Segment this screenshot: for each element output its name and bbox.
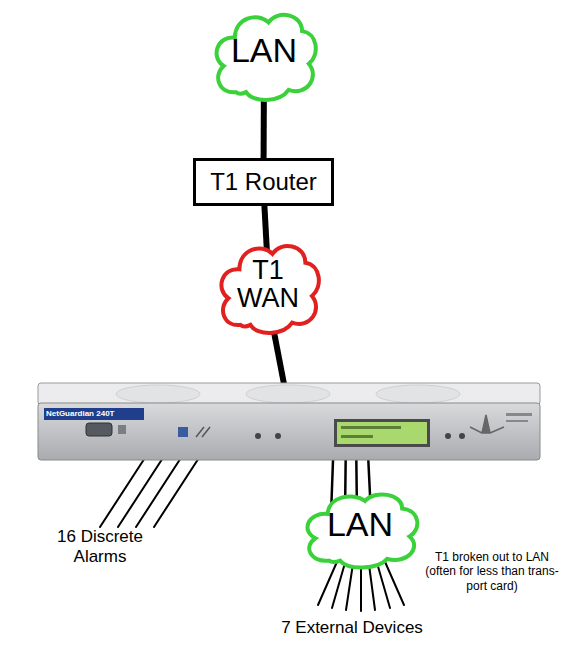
lan-cloud: LAN: [298, 486, 422, 570]
device-front: [38, 403, 540, 460]
note-text: T1 broken out to LAN (often for less tha…: [422, 550, 562, 593]
lcd-line: [341, 426, 401, 429]
vent-grille: [376, 385, 460, 403]
device-illustration: [38, 383, 540, 460]
alarm-count: 16 Discrete Alarms: [45, 527, 155, 568]
port-jack: [118, 425, 126, 434]
port-mark: [202, 427, 210, 437]
node-label: LAN: [298, 486, 422, 564]
lan-cloud: LAN: [208, 5, 320, 103]
lcd-screen: [337, 422, 427, 444]
node-label: NetGuardian 240T: [46, 409, 144, 419]
node-label: T1 WAN: [233, 240, 303, 328]
lcd-line: [341, 435, 373, 438]
router-box: T1 Router: [193, 158, 334, 206]
status-led: [255, 433, 261, 439]
status-led: [445, 433, 451, 439]
vent-grille: [246, 385, 330, 403]
node-label: T1 Router: [196, 161, 331, 203]
connector-icon: [178, 427, 188, 437]
lcd-bezel: [334, 419, 430, 447]
netguardian-unit: NetGuardian 240T: [38, 383, 540, 460]
node-label: LAN: [208, 5, 320, 97]
status-led: [275, 433, 281, 439]
serial-port: [86, 423, 112, 436]
wan-cloud: T1 WAN: [213, 236, 323, 336]
device-count: 7 External Devices: [262, 618, 442, 638]
brand-label: [44, 408, 144, 420]
fine-print: [506, 413, 532, 416]
status-led: [459, 433, 465, 439]
device-top: [38, 383, 540, 405]
fine-print: [506, 420, 528, 422]
brand-logo: [470, 415, 504, 433]
vent-grille: [116, 385, 200, 403]
